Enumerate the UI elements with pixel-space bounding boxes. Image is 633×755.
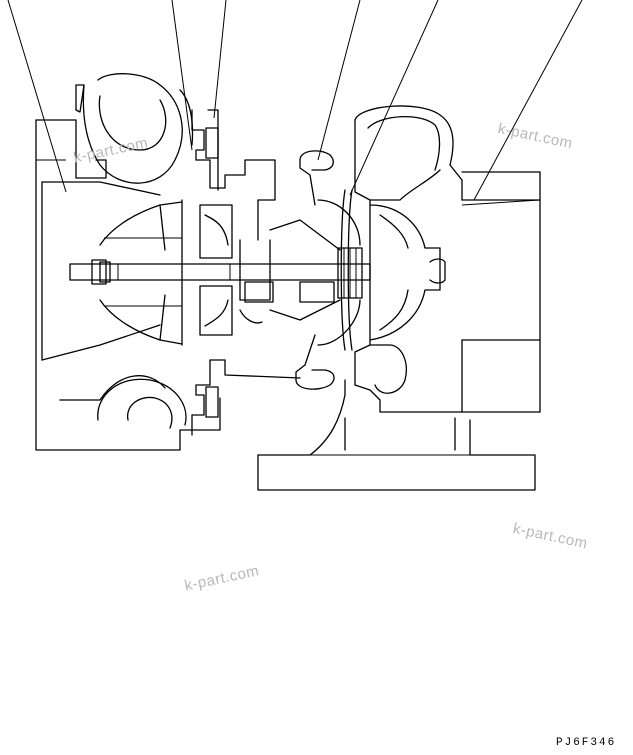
bearing-housing [191, 109, 341, 436]
turbine-housing [295, 105, 541, 413]
compressor-wheel [99, 199, 183, 346]
leader-lines [7, 0, 583, 201]
shaft [69, 259, 371, 285]
compressor-housing [35, 73, 221, 451]
drawing-code: PJ6F346 [556, 737, 617, 749]
turbine-flange [257, 379, 536, 491]
turbine-wheel [369, 204, 446, 341]
